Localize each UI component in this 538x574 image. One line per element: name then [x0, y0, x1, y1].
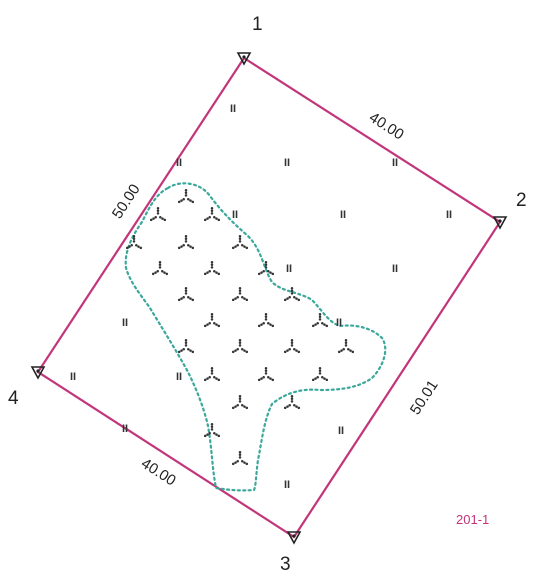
tree-cluster-icon — [231, 338, 249, 354]
edge-length-1-2: 40.00 — [366, 109, 407, 144]
grass-symbol-icon: II — [70, 371, 76, 383]
vertex-label-1: 1 — [252, 14, 263, 35]
tree-cluster-icon — [177, 234, 195, 250]
grass-symbol-icon: II — [176, 371, 182, 383]
tree-cluster-icon — [283, 286, 301, 302]
tree-cluster-icon — [203, 260, 221, 276]
tree-cluster-icon — [231, 286, 249, 302]
grass-symbol-icon: II — [338, 425, 344, 437]
tree-cluster-icon — [311, 312, 329, 328]
tree-cluster-icon — [337, 338, 355, 354]
vertex-label-4: 4 — [8, 388, 19, 409]
tree-cluster-icon — [151, 260, 169, 276]
grass-symbol-icon: II — [340, 209, 346, 221]
tree-cluster-icon — [177, 338, 195, 354]
edge-length-4-1: 50.00 — [109, 181, 144, 222]
tree-cluster-icon — [203, 422, 221, 438]
vertex-markers — [30, 52, 508, 545]
tree-cluster-icon — [177, 188, 195, 204]
tree-cluster-icon — [231, 234, 249, 250]
tree-cluster-icon — [283, 394, 301, 410]
tree-cluster-icon — [125, 234, 143, 250]
tree-cluster-icon — [203, 312, 221, 328]
control-point-triangle-icon — [286, 531, 302, 545]
tree-cluster-icon — [149, 206, 167, 222]
grass-symbol-icon: II — [336, 317, 342, 329]
tree-cluster-icon — [231, 450, 249, 466]
parcel-boundary — [36, 56, 502, 539]
grass-symbol-icon: II — [176, 157, 182, 169]
tree-cluster-icon — [257, 312, 275, 328]
grass-symbol-icon: II — [392, 157, 398, 169]
grass-symbol-icon: II — [286, 263, 292, 275]
edge-length-2-3: 50.01 — [407, 377, 442, 418]
tree-cluster-icon — [177, 286, 195, 302]
tree-cluster-symbols — [125, 188, 355, 466]
control-point-triangle-icon — [236, 52, 252, 66]
grass-symbols: II II II II II II II II II II II II II II II II — [70, 103, 452, 491]
grass-symbol-icon: II — [232, 209, 238, 221]
vertex-label-2: 2 — [516, 190, 527, 211]
vertex-label-3: 3 — [280, 554, 291, 574]
tree-cluster-icon — [257, 366, 275, 382]
map-code-label: 201-1 — [456, 512, 489, 527]
grass-symbol-icon: II — [446, 209, 452, 221]
control-point-triangle-icon — [30, 366, 46, 380]
tree-cluster-icon — [311, 366, 329, 382]
tree-cluster-icon — [257, 260, 275, 276]
special-area-outline — [124, 182, 387, 492]
grass-symbol-icon: II — [122, 317, 128, 329]
tree-cluster-icon — [283, 338, 301, 354]
grass-symbol-icon: II — [284, 157, 290, 169]
grass-symbol-icon: II — [230, 103, 236, 115]
grass-symbol-icon: II — [122, 423, 128, 435]
control-point-triangle-icon — [492, 216, 508, 230]
grass-symbol-icon: II — [284, 479, 290, 491]
tree-cluster-icon — [231, 394, 249, 410]
grass-symbol-icon: II — [392, 263, 398, 275]
tree-cluster-icon — [203, 366, 221, 382]
tree-cluster-icon — [203, 206, 221, 222]
